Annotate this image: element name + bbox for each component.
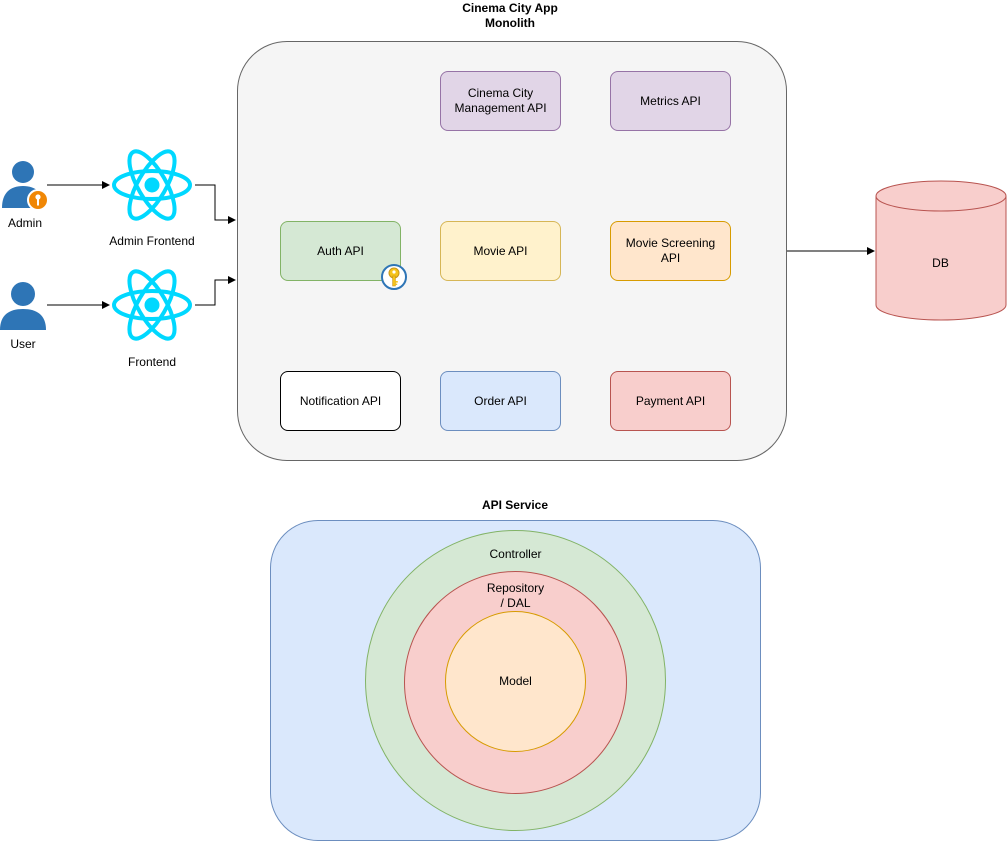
repository-label-line2: / DAL: [500, 596, 531, 610]
monolith-title: Cinema City App Monolith: [410, 1, 610, 31]
movie-screening-api-label: Movie Screening API: [625, 236, 716, 265]
controller-label: Controller: [489, 547, 542, 561]
admin-frontend-to-monolith-arrow: [195, 184, 236, 224]
notification-api-box[interactable]: Notification API: [280, 371, 401, 431]
api-service-title: API Service: [481, 498, 549, 512]
repository-layer-circle: [404, 571, 627, 794]
admin-user-icon[interactable]: [0, 160, 50, 212]
payment-api-label: Payment API: [635, 393, 706, 408]
db-label: DB: [932, 256, 949, 270]
movie-screening-api-box[interactable]: Movie Screening API: [610, 221, 731, 281]
repository-label-line1: Repository: [486, 581, 545, 595]
monolith-title-line2: Monolith: [485, 16, 535, 30]
metrics-api-box[interactable]: Metrics API: [610, 71, 731, 131]
auth-api-box[interactable]: Auth API: [280, 221, 401, 281]
model-label: Model: [499, 674, 532, 688]
cinema-city-management-api-box[interactable]: Cinema City Management API: [440, 71, 561, 131]
cinema-city-management-api-line2: Management API: [454, 101, 547, 115]
admin-label: Admin: [7, 216, 42, 230]
cinema-city-management-api-line1: Cinema City: [467, 86, 534, 100]
auth-api-label: Auth API: [317, 243, 364, 258]
metrics-api-label: Metrics API: [640, 93, 701, 108]
repository-label: Repository / DAL: [404, 581, 627, 611]
model-layer-circle: [445, 611, 586, 752]
frontend-to-monolith-arrow: [195, 276, 236, 306]
payment-api-box[interactable]: Payment API: [610, 371, 731, 431]
admin-frontend-label: Admin Frontend: [109, 234, 195, 248]
movie-api-box[interactable]: Movie API: [440, 221, 561, 281]
order-api-label: Order API: [474, 393, 527, 408]
user-label: User: [10, 337, 36, 351]
database-cylinder-icon[interactable]: [875, 180, 1008, 322]
user-icon[interactable]: [0, 280, 50, 332]
react-icon[interactable]: [110, 265, 194, 345]
order-api-box[interactable]: Order API: [440, 371, 561, 431]
key-icon: [381, 264, 407, 290]
react-icon[interactable]: [110, 145, 194, 225]
notification-api-label: Notification API: [299, 393, 382, 408]
frontend-label: Frontend: [127, 355, 177, 369]
monolith-title-line1: Cinema City App: [462, 1, 558, 15]
movie-api-label: Movie API: [473, 243, 528, 258]
